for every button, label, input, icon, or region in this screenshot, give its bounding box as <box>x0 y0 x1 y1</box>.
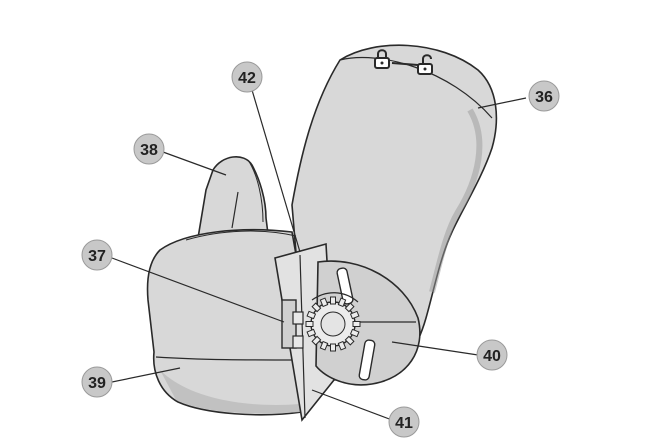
callout-40-label: 40 <box>483 348 501 365</box>
fin-slot <box>231 191 239 229</box>
gear-tooth <box>352 321 361 327</box>
gear-tooth <box>344 335 355 346</box>
gear-tooth <box>319 297 329 308</box>
gear-tooth <box>337 340 347 351</box>
callout-42-label: 42 <box>238 70 256 87</box>
gear-tooth <box>311 302 322 313</box>
gear-tooth <box>306 328 317 338</box>
leader-41 <box>311 389 393 421</box>
fin-edge <box>247 159 264 223</box>
lock-closed-icon <box>374 49 390 69</box>
gear-hub-arc <box>311 292 359 303</box>
latch-tab-lower <box>292 335 304 349</box>
gear-wheel <box>305 296 361 352</box>
gear-tooth <box>311 335 322 346</box>
gear-tooth <box>349 328 360 338</box>
callout-38: 38 <box>133 133 165 165</box>
base-top-edge <box>185 230 297 241</box>
callout-42: 42 <box>231 61 263 93</box>
callout-41-label: 41 <box>395 415 413 432</box>
housing-shade <box>429 108 483 293</box>
callout-36: 36 <box>528 80 560 112</box>
gear-tooth <box>337 297 347 308</box>
leader-36 <box>477 97 527 109</box>
callout-39-label: 39 <box>88 375 106 392</box>
rear-fin <box>195 156 269 252</box>
disc-slot-upper <box>336 267 354 305</box>
disc-slot-lower <box>358 339 376 381</box>
callout-37-label: 37 <box>88 248 106 265</box>
callout-36-label: 36 <box>535 89 553 106</box>
leader-lines <box>111 89 527 421</box>
latch-tab-upper <box>292 311 304 325</box>
leader-38 <box>162 151 227 176</box>
callout-40: 40 <box>476 339 508 371</box>
gear-tooth <box>344 302 355 313</box>
base-bottom-shade <box>160 370 300 414</box>
callout-37: 37 <box>81 239 113 271</box>
lock-connector-line <box>391 62 419 66</box>
gear-tooth <box>330 296 336 305</box>
gear-tooth <box>330 343 336 352</box>
housing-top-rim <box>339 56 493 119</box>
gear-tooth <box>319 340 329 351</box>
gear-tooth <box>305 321 314 327</box>
gear-tooth <box>349 310 360 320</box>
callout-39: 39 <box>81 366 113 398</box>
gear-tooth <box>306 310 317 320</box>
callout-38-label: 38 <box>140 142 158 159</box>
leader-42 <box>251 89 301 253</box>
leader-39 <box>111 367 181 383</box>
leader-37 <box>111 257 285 323</box>
base-seam <box>155 356 301 361</box>
leader-40 <box>391 341 479 356</box>
callout-41: 41 <box>388 406 420 438</box>
lock-open-icon <box>417 54 433 75</box>
base-body <box>146 228 305 416</box>
